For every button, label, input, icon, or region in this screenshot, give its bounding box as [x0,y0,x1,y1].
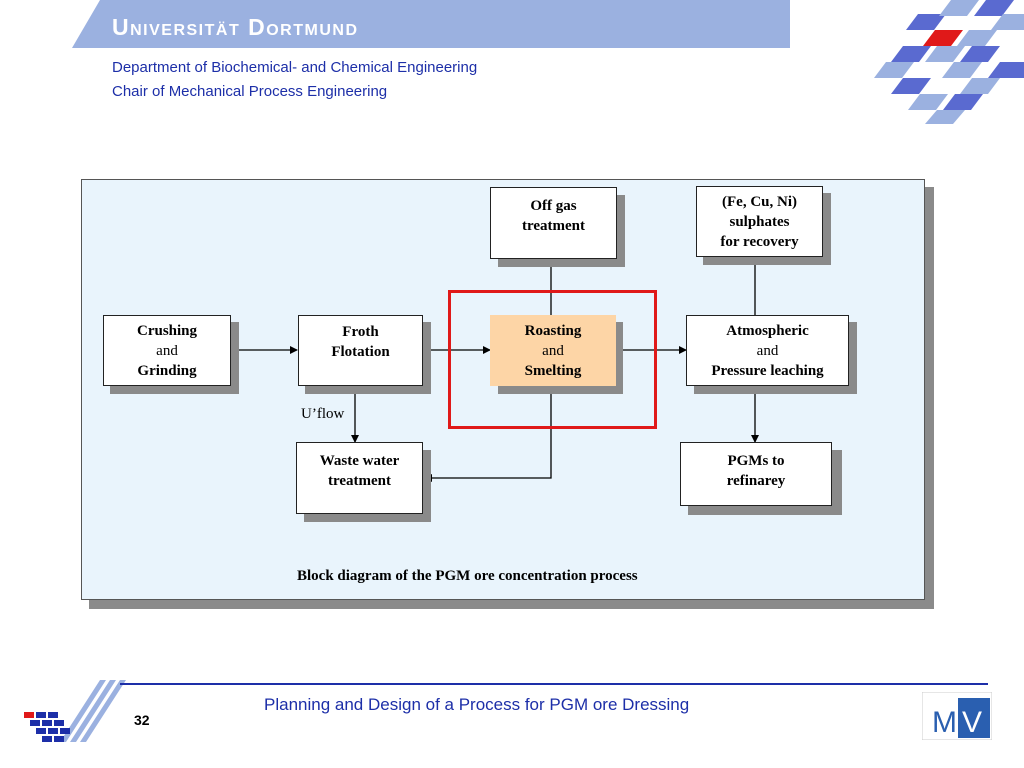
arrow-roasting-to-waste [424,386,552,482]
diagram-caption: Block diagram of the PGM ore concentrati… [297,568,638,584]
mv-logo: M V [922,692,992,740]
mv-logo-v: V [962,706,982,739]
sulphates-line1: (Fe, Cu, Ni) [722,193,797,210]
atmospheric-line3: Pressure leaching [711,362,824,379]
university-name: Universität Dortmund [112,14,359,40]
node-froth-flotation: Froth Flotation [298,315,423,386]
node-off-gas-treatment: Off gas treatment [490,187,617,259]
froth-line2: Flotation [331,344,390,360]
offgas-line1: Off gas [530,198,577,214]
atmospheric-line2: and [756,342,779,359]
department-line: Department of Biochemical- and Chemical … [112,59,478,76]
pgms-line1: PGMs to [727,453,785,469]
node-roasting-smelting: Roasting and Smelting [490,315,616,386]
node-pgms-to-refinarey: PGMs to refinarey [680,442,832,506]
waste-line2: treatment [327,473,392,489]
sulphates-line3: for recovery [720,233,799,250]
roasting-line3: Smelting [524,362,582,379]
sulphates-line2: sulphates [729,213,790,230]
highlight-rectangle [448,290,657,429]
node-crushing-grinding: Crushing and Grinding [103,315,231,386]
footer-title: Planning and Design of a Process for PGM… [264,695,690,714]
waste-line1: Waste water [319,453,400,469]
offgas-line2: treatment [521,218,586,234]
uflow-label: U’flow [301,406,345,422]
node-atmospheric-pressure-leaching: Atmospheric and Pressure leaching [686,315,849,386]
roasting-line2: and [542,342,564,359]
node-waste-water-treatment: Waste water treatment [296,442,423,514]
roasting-line1: Roasting [524,322,582,339]
chair-line: Chair of Mechanical Process Engineering [112,83,388,100]
pgms-line2: refinarey [726,473,786,489]
footer-divider [120,683,988,685]
atmospheric-line1: Atmospheric [726,322,809,339]
crushing-line3: Grinding [137,362,197,379]
froth-line1: Froth [342,324,379,340]
university-checker-logo [874,0,1024,124]
page-number: 32 [134,712,150,728]
crushing-line1: Crushing [136,322,198,339]
footer-checker-logo [24,680,126,742]
crushing-line2: and [156,342,178,359]
node-sulphates-for-recovery: (Fe, Cu, Ni) sulphates for recovery [696,186,823,257]
mv-logo-m: M [932,706,957,739]
